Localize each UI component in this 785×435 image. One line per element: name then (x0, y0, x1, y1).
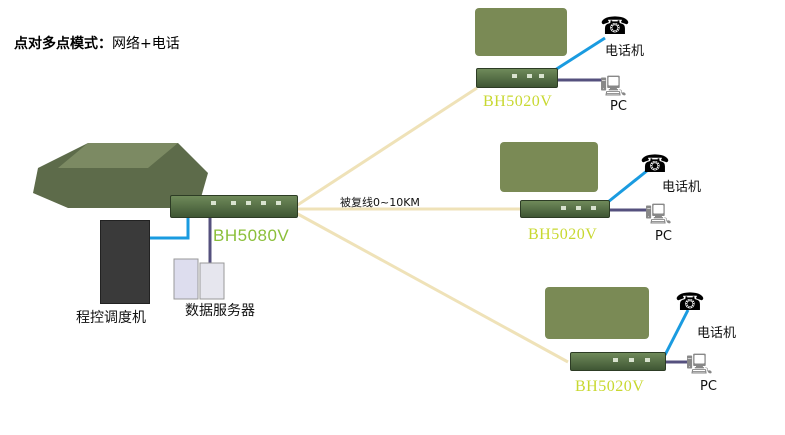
phone-label: 电话机 (662, 180, 702, 195)
pc-icon: 🖳 (686, 352, 713, 376)
trunk-line-1 (295, 86, 478, 208)
trunk-line-3 (295, 211, 569, 364)
pc-icon: 🖳 (600, 74, 627, 98)
title-normal: 网络+电话 (112, 36, 180, 52)
phone-link-2 (607, 168, 649, 204)
phone-link-1 (554, 36, 606, 72)
pc-icon: 🖳 (645, 202, 672, 226)
server-label: 数据服务器 (185, 303, 255, 319)
remote-model-label: BH5020V (483, 93, 553, 110)
vehicle-icon (475, 8, 567, 56)
telephone-icon: ☎ (600, 12, 630, 40)
remote-device-icon (476, 68, 558, 88)
exchange-link (148, 215, 190, 240)
link-label: 被复线0~10KM (340, 196, 420, 209)
vehicle-icon (545, 287, 649, 339)
remote-model-label: BH5020V (528, 226, 598, 243)
remote-model-label: BH5020V (575, 378, 645, 395)
hub-device-icon (170, 195, 298, 218)
page-title: 点对多点模式：网络+电话 (14, 33, 180, 53)
phone-label: 电话机 (605, 44, 645, 59)
exchange-rack-icon (100, 220, 150, 304)
vehicle-icon (500, 142, 598, 192)
tent-icon (33, 143, 208, 208)
pc-label: PC (610, 99, 627, 114)
phone-link-3 (663, 309, 690, 356)
server-icon (173, 258, 225, 300)
telephone-icon: ☎ (675, 288, 705, 316)
telephone-icon: ☎ (640, 150, 670, 178)
pc-label: PC (700, 379, 717, 394)
pc-label: PC (655, 229, 672, 244)
remote-device-icon (570, 352, 666, 371)
title-bold: 点对多点模式： (14, 36, 112, 52)
hub-model-label: BH5080V (213, 226, 290, 245)
phone-label: 电话机 (697, 326, 737, 341)
remote-device-icon (520, 200, 610, 218)
exchange-label: 程控调度机 (76, 310, 146, 326)
